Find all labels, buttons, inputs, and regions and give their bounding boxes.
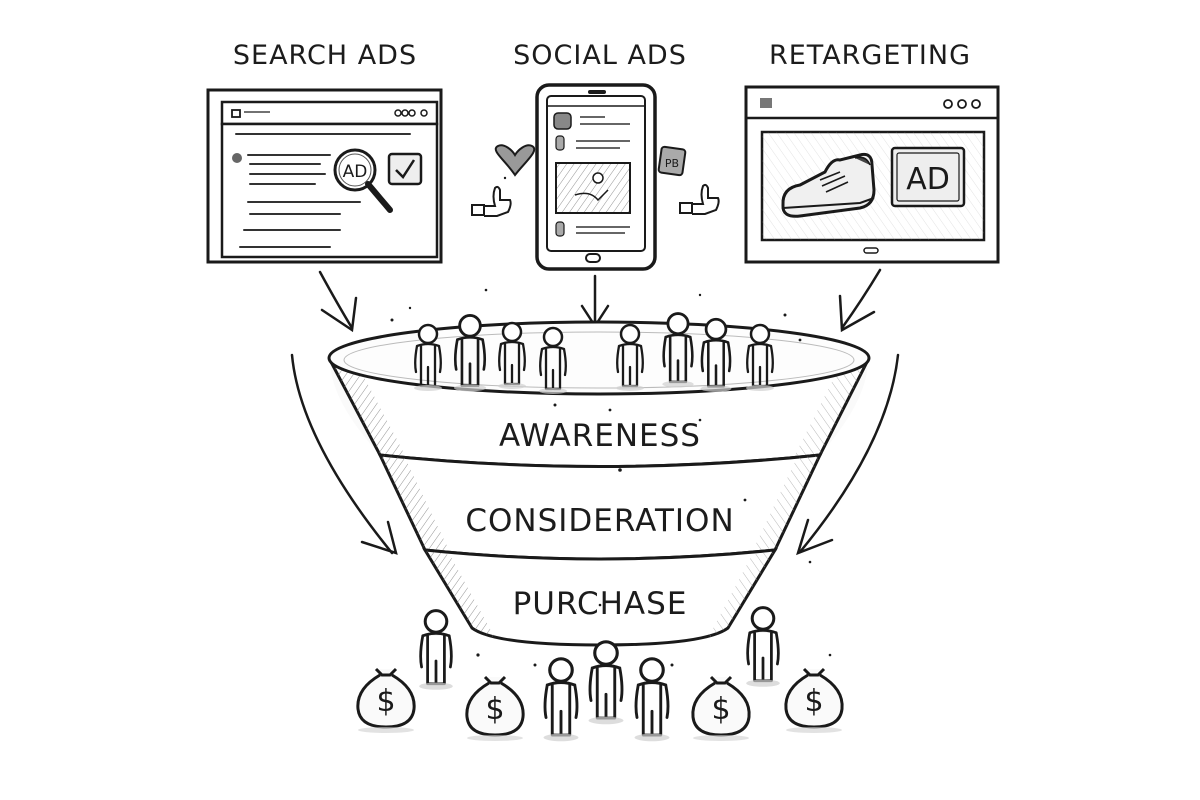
svg-text:AD: AD	[343, 162, 368, 182]
channel-title-search: SEARCH ADS	[232, 40, 418, 71]
channel-title-social: SOCIAL ADS	[513, 40, 687, 71]
channel-title-retargeting: RETARGETING	[768, 40, 971, 71]
person-icon	[417, 609, 455, 692]
magnifier-icon: AD	[333, 148, 393, 213]
money-bag-icon	[784, 667, 844, 735]
heart-icon	[494, 144, 536, 177]
sticker-icon: PB	[657, 145, 687, 177]
money-bag-icon	[465, 675, 525, 743]
checkbox-icon	[387, 152, 423, 186]
social-ads-phone	[535, 83, 657, 271]
funnel-stage-purchase: PURCHASE	[512, 586, 688, 622]
money-bag-icon	[356, 667, 416, 735]
retargeting-browser: AD	[744, 85, 1000, 264]
svg-text:PB: PB	[665, 157, 679, 170]
thumbs-up-icon-right	[679, 183, 720, 215]
funnel-stage-awareness: AWARENESS	[499, 418, 701, 454]
funnel	[327, 320, 871, 647]
shoe-icon	[781, 153, 876, 218]
search-ads-browser: AD	[206, 88, 443, 264]
arrow-search-to-funnel	[318, 270, 358, 333]
arrow-left-curve	[290, 353, 398, 555]
funnel-stage-consideration: CONSIDERATION	[465, 503, 735, 539]
thumbs-up-icon-left	[471, 185, 512, 217]
arrow-retargeting-to-funnel	[838, 268, 882, 333]
person-icon	[632, 657, 672, 743]
arrow-social-to-funnel	[580, 274, 610, 329]
money-bag-icon	[691, 675, 751, 743]
person-icon	[541, 657, 581, 743]
person-icon	[586, 640, 626, 726]
ink-speckles	[390, 176, 832, 667]
person-icon	[744, 606, 782, 689]
arrow-right-curve	[796, 353, 900, 556]
retargeting-ad-badge: AD	[906, 162, 950, 197]
